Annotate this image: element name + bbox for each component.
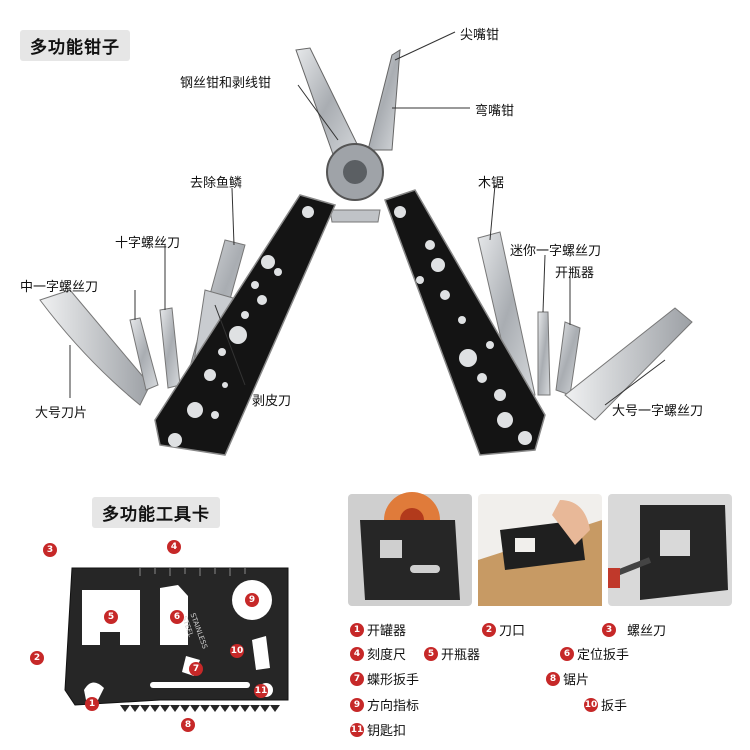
legend-text-5: 开瓶器 [441,648,481,663]
label-phillips: 十字螺丝刀 [115,236,181,251]
legend-item-3: 3 螺丝刀 [602,620,666,639]
pliers-title: 多功能钳子 [20,30,130,61]
label-peeler: 剥皮刀 [252,394,292,409]
legend-text-4: 刻度尺 [367,648,407,663]
legend-text-1: 开罐器 [367,624,407,639]
label-needle-nose: 尖嘴钳 [460,28,500,43]
marker-9: 9 [245,593,259,607]
legend-text-7: 蝶形扳手 [367,673,420,688]
label-large-blade: 大号刀片 [35,406,88,421]
left-handle [154,194,337,456]
label-medium-flat: 中一字螺丝刀 [20,280,99,295]
legend-text-6: 定位扳手 [577,648,630,663]
legend-num-6: 6 [560,646,574,661]
legend-item-7: 7 蝶形扳手 [350,669,419,688]
marker-2: 2 [30,651,44,665]
legend-text-9: 方向指标 [367,699,420,714]
label-bent-nose: 弯嘴钳 [475,104,515,119]
cutout-can-opener [84,682,104,700]
saw-teeth [120,705,280,712]
legend-item-6: 6 定位扳手 [560,644,629,663]
label-wood-saw: 木锯 [478,176,505,191]
legend-num-10: 10 [584,697,598,712]
cutout-wrench [252,636,270,670]
large-blade [39,289,151,406]
marker-10: 10 [230,644,244,658]
cutout-slot [150,682,250,688]
marker-4: 4 [167,540,181,554]
legend-item-1: 1 开罐器 [350,620,406,639]
label-large-flat: 大号一字螺丝刀 [612,404,704,419]
label-scale-remover: 去除鱼鳞 [190,176,243,191]
legend-item-2: 2 刀口 [482,620,525,639]
label-wire-cutter: 钢丝钳和剥线钳 [180,76,272,91]
legend-text-8: 锯片 [563,673,590,688]
label-mini-flat: 迷你一字螺丝刀 [510,244,602,259]
legend-num-8: 8 [546,671,560,686]
legend-item-8: 8 锯片 [546,669,589,688]
legend-item-4: 4 刻度尺 [350,644,406,663]
marker-7: 7 [189,662,203,676]
legend-num-7: 7 [350,671,364,686]
legend-text-2: 刀口 [499,624,526,639]
large-flat-screwdriver [564,307,693,421]
legend-num-2: 2 [482,622,496,637]
legend-item-5: 5 开瓶器 [424,644,480,663]
legend-num-11: 11 [350,722,364,737]
legend-num-1: 1 [350,622,364,637]
legend-text-3: 螺丝刀 [627,624,667,639]
marker-5: 5 [104,610,118,624]
legend-item-9: 9 方向指标 [350,695,419,714]
legend-num-4: 4 [350,646,364,661]
label-bottle-opener: 开瓶器 [555,266,595,281]
legend-num-3: 3 [602,622,616,637]
marker-6: 6 [170,610,184,624]
photo-bottle-opening [348,492,472,606]
marker-1: 1 [85,697,99,711]
photo-wrench [478,494,602,606]
right-jaw [367,49,401,151]
legend-num-9: 9 [350,697,364,712]
legend-item-11: 11 钥匙扣 [350,720,406,739]
spring [329,209,381,223]
legend-text-10: 扳手 [601,699,628,714]
photo-screwdriver [608,494,732,606]
legend-text-11: 钥匙扣 [367,724,407,739]
card-title: 多功能工具卡 [92,497,220,528]
legend-item-10: 10 扳手 [584,695,627,714]
marker-3: 3 [43,543,57,557]
marker-8: 8 [181,718,195,732]
marker-11: 11 [254,684,268,698]
legend-num-5: 5 [424,646,438,661]
medium-flat-screwdriver [129,317,159,391]
mini-flat-screwdriver [537,311,551,396]
